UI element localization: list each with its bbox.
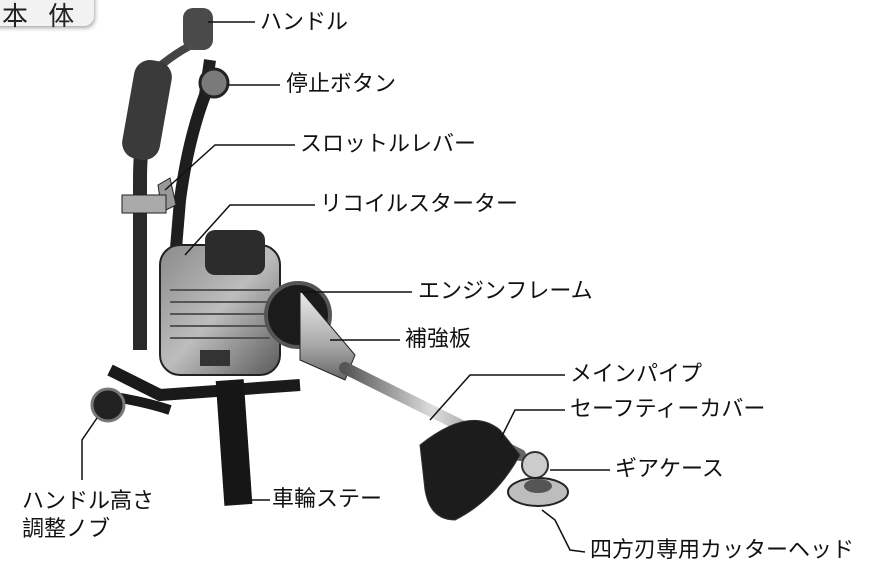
right-grip [183, 8, 213, 50]
label-handle-height-knob: ハンドル高さ 調整ノブ [22, 488, 154, 544]
label-cutter-head: 四方刃専用カッターヘッド [590, 538, 855, 563]
label-reinforcement-plate: 補強板 [405, 327, 472, 352]
label-handle: ハンドル [260, 10, 349, 35]
stop-button-knob [198, 67, 230, 99]
label-main-pipe: メインパイプ [570, 362, 703, 387]
label-recoil-starter: リコイルスターター [320, 192, 519, 217]
label-throttle-lever: スロットルレバー [300, 132, 477, 157]
height-adjust-knob [90, 387, 126, 423]
label-engine-frame: エンジンフレーム [418, 279, 593, 304]
label-handle-height-knob-line1: ハンドル高さ [22, 489, 155, 514]
label-wheel-stay: 車輪ステー [272, 487, 383, 512]
section-tab-label: 本 体 [2, 2, 81, 32]
safety-cover-part [419, 419, 521, 521]
cutter-head-hub [524, 479, 552, 493]
leader-lines [81, 21, 610, 553]
left-grip [122, 59, 172, 161]
engine-body [159, 230, 281, 376]
clamp [121, 194, 167, 214]
label-safety-cover: セーフティーカバー [570, 397, 766, 422]
label-gear-case: ギアケース [615, 457, 724, 482]
section-tab: 本 体 [0, 0, 94, 32]
gear-case-part [521, 451, 549, 479]
wheel-stay-plate [215, 379, 253, 506]
label-handle-height-knob-line2: 調整ノブ [22, 517, 111, 542]
label-stop-button: 停止ボタン [286, 72, 397, 97]
clutch-cone [299, 288, 356, 381]
